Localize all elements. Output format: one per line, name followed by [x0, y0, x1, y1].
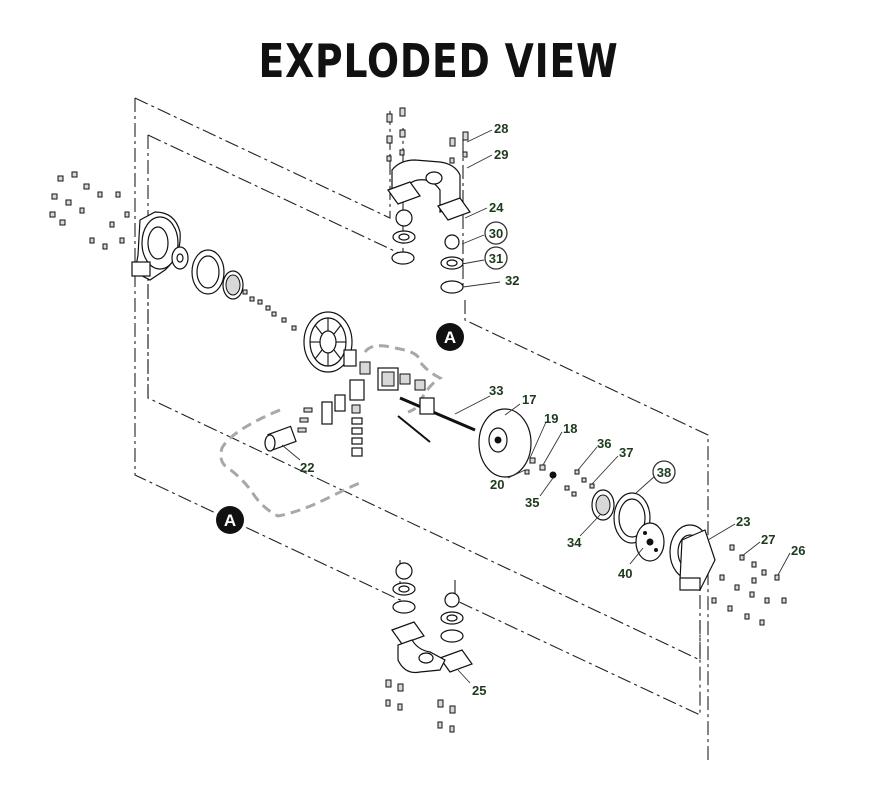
callout-30-circle	[484, 221, 508, 245]
bottom-manifold-assembly	[385, 562, 473, 733]
section-marker-a-upper-label: A	[444, 328, 456, 347]
callout-34: 34	[567, 535, 582, 550]
callout-28: 28	[494, 121, 508, 136]
callout-23: 23	[736, 514, 750, 529]
callout-17: 17	[522, 392, 536, 407]
callout-33: 33	[489, 383, 503, 398]
center-body-assembly	[264, 311, 476, 457]
callout-31: 31	[489, 251, 503, 266]
callout-37: 37	[619, 445, 633, 460]
callout-20: 20	[490, 477, 504, 492]
callout-35: 35	[525, 495, 539, 510]
callout-36: 36	[597, 436, 611, 451]
right-chamber-assembly	[478, 408, 787, 626]
callout-18: 18	[563, 421, 577, 436]
leader-lines	[281, 129, 791, 684]
page-title: EXPLODED VIEW	[258, 34, 619, 88]
callout-22: 22	[300, 460, 314, 475]
top-left-bolts	[386, 107, 406, 162]
left-fastener-array	[49, 171, 130, 250]
assembly-a-brace-lower	[219, 408, 363, 518]
callout-40: 40	[618, 566, 632, 581]
top-manifold-assembly	[386, 107, 471, 294]
callout-31-circle	[484, 246, 508, 270]
callout-26: 26	[791, 543, 805, 558]
callout-27: 27	[761, 532, 775, 547]
callout-38: 38	[657, 465, 671, 480]
callout-19: 19	[544, 411, 558, 426]
section-marker-a-lower-label: A	[224, 511, 236, 530]
section-marker-a-lower: A	[216, 506, 244, 534]
callout-29: 29	[494, 147, 508, 162]
callout-25: 25	[472, 683, 486, 698]
left-chamber-assembly	[49, 171, 297, 331]
callout-labels: 28 29 24 30 31 32 33 17 19 18 36 37 38 2…	[300, 121, 805, 698]
callout-32: 32	[505, 273, 519, 288]
section-marker-a-upper: A	[436, 323, 464, 351]
callout-38-circle	[652, 460, 676, 484]
callout-30: 30	[489, 226, 503, 241]
top-right-bolts	[449, 131, 469, 164]
callout-24: 24	[489, 200, 504, 215]
